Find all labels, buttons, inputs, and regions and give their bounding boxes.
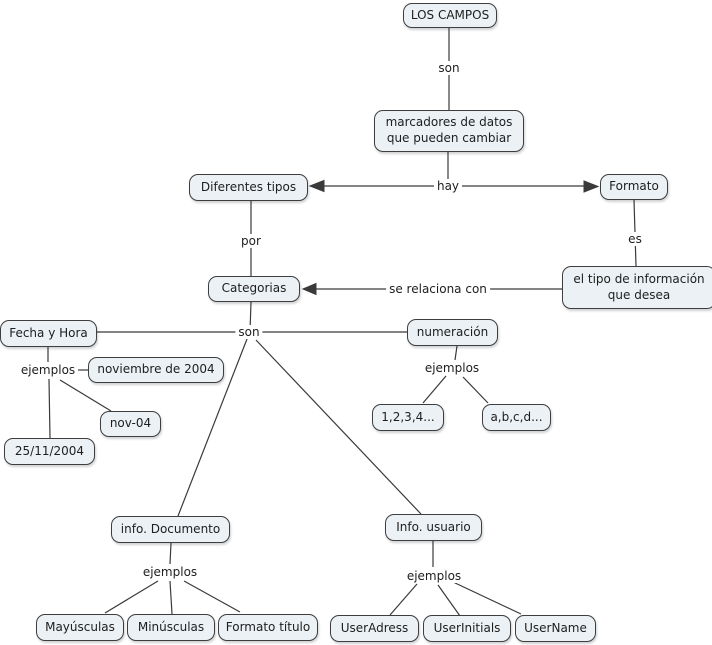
node-marcadores-de-datos[interactable]: marcadores de datos que pueden cambiar	[374, 110, 524, 152]
line-ejemplos-useradress	[389, 583, 418, 616]
link-label-ejemplos-fecha[interactable]: ejemplos	[17, 363, 79, 377]
node-username[interactable]: UserName	[515, 615, 596, 642]
node-25-11-2004[interactable]: 25/11/2004	[4, 438, 95, 465]
link-label-son-mid[interactable]: son	[235, 325, 263, 339]
node-diferentes-tipos[interactable]: Diferentes tipos	[189, 174, 308, 201]
link-label-ejemplos-documento[interactable]: ejemplos	[139, 565, 201, 579]
node-numeracion[interactable]: numeración	[407, 319, 498, 346]
link-label-por[interactable]: por	[238, 234, 264, 248]
node-categorias[interactable]: Categorias	[208, 276, 300, 302]
line-ejemplos-username	[452, 581, 522, 615]
node-formato-titulo[interactable]: Formato título	[218, 614, 318, 641]
line-ejemplos-lista-letras	[462, 376, 489, 404]
line-ejemplos-userinitials	[437, 584, 461, 617]
link-label-ejemplos-numeracion[interactable]: ejemplos	[421, 361, 483, 375]
line-son-info-documento	[177, 338, 248, 517]
arrowhead-to-diferentes-tipos	[308, 179, 325, 193]
node-formato[interactable]: Formato	[600, 174, 668, 200]
line-ejemplos-formato-titulo	[183, 580, 241, 613]
node-el-tipo-de-informacion[interactable]: el tipo de información que desea	[562, 266, 712, 309]
node-minusculas[interactable]: Minúsculas	[127, 614, 215, 641]
line-numeracion-ejemplos	[454, 345, 458, 361]
node-noviembre-de-2004[interactable]: noviembre de 2004	[88, 357, 224, 383]
node-lista-letras[interactable]: a,b,c,d...	[482, 404, 551, 431]
node-mayusculas[interactable]: Mayúsculas	[36, 614, 124, 641]
node-nov-04[interactable]: nov-04	[100, 411, 161, 437]
line-info-documento-ejemplos	[169, 542, 172, 565]
line-son-info-usuario	[255, 339, 422, 515]
line-ejemplos-mayusculas	[104, 580, 159, 614]
line-ejemplos-nov-04	[59, 379, 112, 412]
node-userinitials[interactable]: UserInitials	[423, 615, 511, 642]
node-info-documento[interactable]: info. Documento	[111, 516, 230, 543]
node-los-campos[interactable]: LOS CAMPOS	[403, 3, 497, 28]
node-useradress[interactable]: UserAdress	[330, 615, 419, 642]
link-label-hay[interactable]: hay	[433, 179, 463, 193]
arrowhead-to-categorias	[301, 282, 317, 296]
node-fecha-y-hora[interactable]: Fecha y Hora	[0, 320, 97, 347]
link-label-son-top[interactable]: son	[435, 61, 463, 75]
node-info-usuario[interactable]: Info. usuario	[385, 514, 482, 541]
node-lista-numeros[interactable]: 1,2,3,4...	[372, 404, 444, 431]
link-label-ejemplos-usuario[interactable]: ejemplos	[403, 569, 465, 583]
link-label-se-relaciona-con[interactable]: se relaciona con	[386, 282, 490, 296]
link-label-es[interactable]: es	[625, 232, 645, 246]
line-ejemplos-25-11-2004	[48, 378, 51, 439]
line-ejemplos-minusculas	[169, 580, 173, 615]
line-ejemplos-lista-numerica	[422, 375, 447, 404]
arrowhead-to-formato	[583, 180, 600, 193]
